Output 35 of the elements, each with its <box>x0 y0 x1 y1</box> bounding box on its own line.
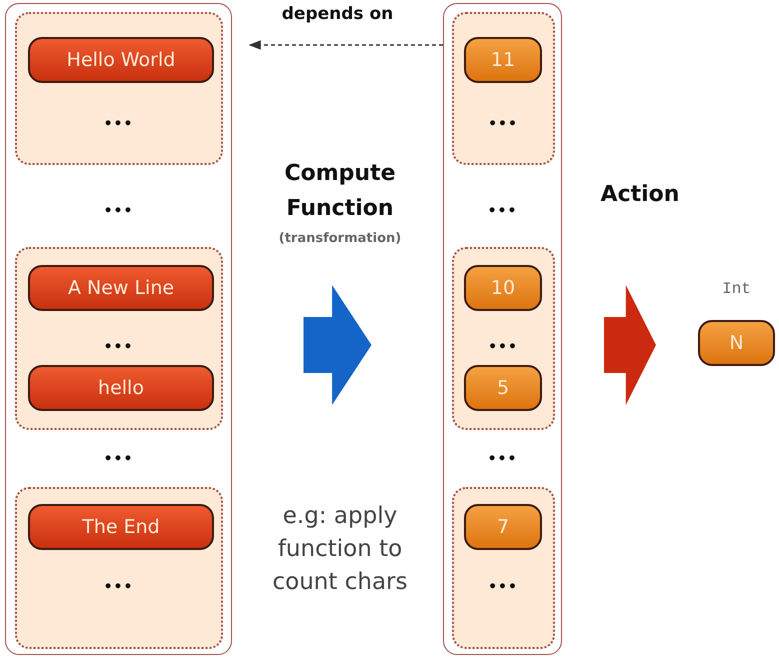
ellipsis: ••• <box>102 203 134 219</box>
type-label: Int <box>721 280 752 298</box>
partition-panel <box>14 246 222 430</box>
record-pill: 11 <box>464 37 542 83</box>
block-arrow <box>604 285 656 405</box>
ellipsis: ••• <box>486 203 518 219</box>
ellipsis: ••• <box>486 451 518 467</box>
record-pill: N <box>698 320 775 366</box>
ellipsis: ••• <box>102 578 134 594</box>
arrow <box>248 40 443 50</box>
partition-panel <box>14 12 222 164</box>
ellipsis: ••• <box>102 451 134 467</box>
record-pill: A New Line <box>28 265 214 311</box>
dataset-panel <box>443 3 562 655</box>
subheading: (transformation) <box>278 230 402 248</box>
heading: Action <box>600 181 680 209</box>
partition-panel <box>14 486 222 648</box>
record-pill: 7 <box>464 504 542 550</box>
ellipsis: ••• <box>487 116 519 132</box>
ellipsis: ••• <box>487 338 519 354</box>
record-pill: The End <box>28 504 214 550</box>
heading: Compute Function <box>283 160 397 223</box>
record-pill: 10 <box>464 265 542 311</box>
record-pill: hello <box>28 365 214 411</box>
ellipsis: ••• <box>102 116 134 132</box>
dataset-panel <box>5 3 232 655</box>
partition-panel <box>452 246 554 430</box>
ellipsis: ••• <box>102 338 134 354</box>
block-arrow <box>304 285 372 405</box>
record-pill: Hello World <box>28 37 214 83</box>
note-text: e.g: apply function to count chars <box>272 502 408 597</box>
partition-panel <box>452 12 554 164</box>
partition-panel <box>452 486 554 648</box>
ellipsis: ••• <box>487 578 519 594</box>
record-pill: 5 <box>464 365 542 411</box>
